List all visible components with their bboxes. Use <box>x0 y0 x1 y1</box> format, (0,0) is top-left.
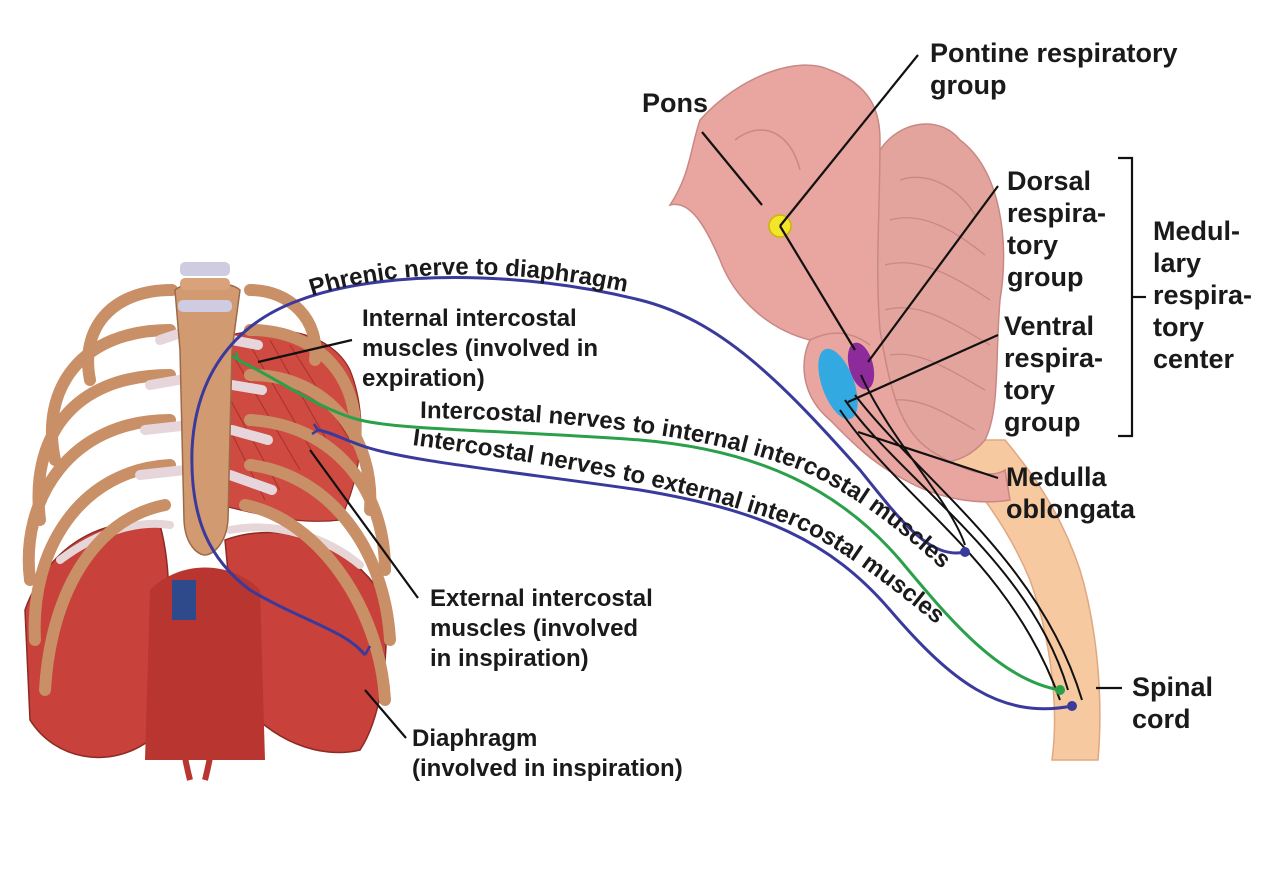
leader-lines <box>257 54 1146 739</box>
label-dorsal-respiratory-group: Dorsal respira- tory group <box>1007 166 1114 292</box>
label-medulla-oblongata: Medulla oblongata <box>1006 462 1136 524</box>
internal-intercostal-nerve <box>237 358 1061 692</box>
label-internal-intercostal-muscles: Internal intercostal muscles (involved i… <box>362 305 605 392</box>
label-pons: Pons <box>642 88 708 118</box>
phrenic-nerve <box>190 276 966 656</box>
label-medullary-respiratory-center: Medul- lary respira- tory center <box>1153 216 1260 374</box>
pons-medulla <box>668 64 1011 503</box>
rib-cage-illustration <box>22 262 396 781</box>
label-diaphragm: Diaphragm (involved in inspiration) <box>412 725 683 782</box>
spinal-cord <box>927 439 1101 761</box>
dorsal-respiratory-group-marker <box>847 342 875 390</box>
label-pontine-respiratory-group: Pontine respiratory group <box>930 38 1185 100</box>
sternum <box>174 281 241 556</box>
diaphragm-central <box>145 567 265 760</box>
phrenic-nerve-label: Phrenic nerve to diaphragm <box>306 253 630 301</box>
label-ventral-respiratory-group: Ventral respira- tory group <box>1004 311 1111 437</box>
label-spinal-cord: Spinal cord <box>1132 672 1221 734</box>
external-intercostal-nerve <box>317 428 1073 711</box>
nerve-pathways <box>190 276 1077 711</box>
brainstem-illustration <box>668 64 1101 761</box>
label-external-intercostal-muscles: External intercostal muscles (involved i… <box>430 585 659 672</box>
vertebrae <box>178 262 232 312</box>
